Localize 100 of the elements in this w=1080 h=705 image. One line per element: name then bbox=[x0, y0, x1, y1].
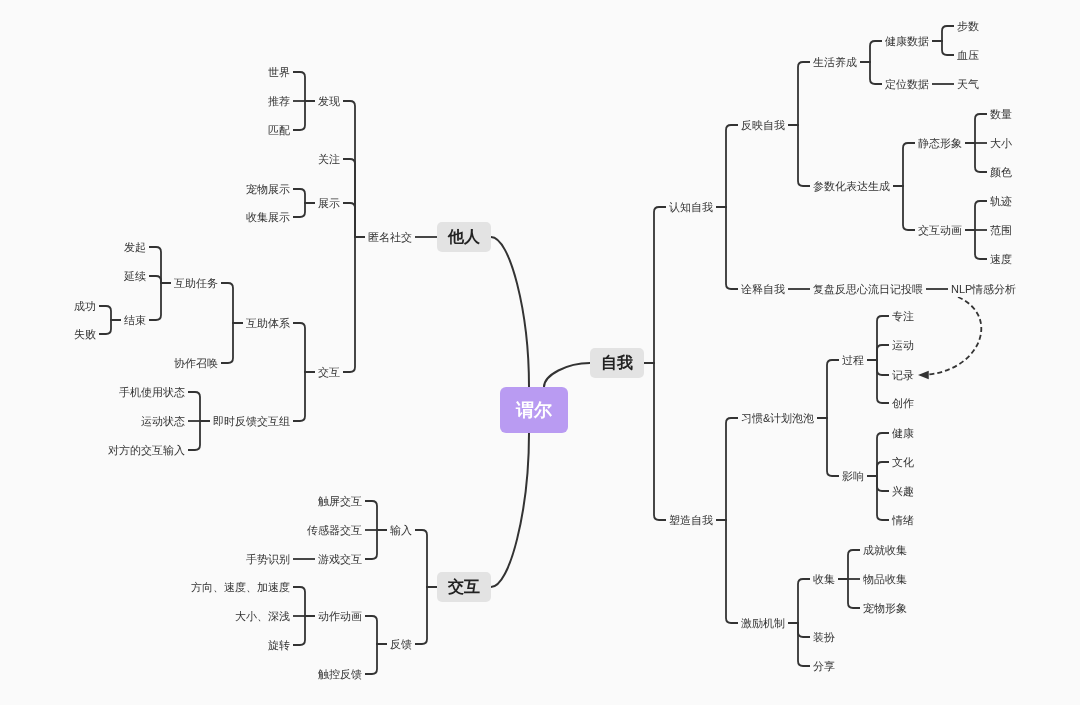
topic-label: 诠释自我 bbox=[738, 281, 788, 297]
topic-label: 展示 bbox=[315, 195, 343, 211]
connector bbox=[787, 622, 811, 667]
connector bbox=[866, 359, 890, 404]
topic-label: 影响 bbox=[839, 468, 867, 484]
main-topic: 交互 bbox=[437, 572, 491, 602]
topic-label: 匿名社交 bbox=[365, 229, 415, 245]
topic-label: 触控反馈 bbox=[315, 666, 365, 682]
topic-label: 速度 bbox=[987, 251, 1015, 267]
topic-label: 匹配 bbox=[265, 122, 293, 138]
topic-label: 动作动画 bbox=[315, 608, 365, 624]
topic-label: 交互 bbox=[315, 364, 343, 380]
topic-label: 定位数据 bbox=[882, 76, 932, 92]
dashed-arrow bbox=[917, 296, 983, 379]
topic-label: 轨迹 bbox=[987, 193, 1015, 209]
connector bbox=[490, 432, 530, 588]
connector bbox=[98, 319, 122, 335]
topic-label: 游戏交互 bbox=[315, 551, 365, 567]
topic-label: 推荐 bbox=[265, 93, 293, 109]
topic-label: 塑造自我 bbox=[666, 512, 716, 528]
connector bbox=[892, 185, 916, 231]
topic-label: 步数 bbox=[954, 18, 982, 34]
topic-label: 颜色 bbox=[987, 164, 1015, 180]
topic-label: 大小、深浅 bbox=[232, 608, 293, 624]
topic-label: 触屏交互 bbox=[315, 493, 365, 509]
topic-label: 文化 bbox=[889, 454, 917, 470]
topic-label: 互助体系 bbox=[243, 315, 293, 331]
connector bbox=[292, 371, 316, 422]
connector bbox=[187, 420, 211, 451]
topic-label: 健康数据 bbox=[882, 33, 932, 49]
connector bbox=[866, 475, 890, 521]
topic-label: 即时反馈交互组 bbox=[210, 413, 293, 429]
connector bbox=[148, 282, 172, 321]
connector bbox=[816, 417, 840, 477]
topic-label: 收集展示 bbox=[243, 209, 293, 225]
topic-label: 发起 bbox=[121, 239, 149, 255]
topic-label: 过程 bbox=[839, 352, 867, 368]
central-topic: 谓尔 bbox=[500, 387, 568, 433]
topic-label: 物品收集 bbox=[860, 571, 910, 587]
topic-label: 成就收集 bbox=[860, 542, 910, 558]
connector bbox=[364, 529, 388, 560]
connector bbox=[859, 61, 883, 85]
connector bbox=[364, 643, 388, 675]
topic-label: 运动状态 bbox=[138, 413, 188, 429]
connector bbox=[715, 519, 739, 624]
topic-label: 专注 bbox=[889, 308, 917, 324]
topic-label: 数量 bbox=[987, 106, 1015, 122]
topic-label: 运动 bbox=[889, 337, 917, 353]
topic-label: 天气 bbox=[954, 76, 982, 92]
topic-label: 宠物展示 bbox=[243, 181, 293, 197]
topic-label: 输入 bbox=[387, 522, 415, 538]
topic-label: 反馈 bbox=[387, 636, 415, 652]
topic-label: 情绪 bbox=[889, 512, 917, 528]
topic-label: 失败 bbox=[71, 326, 99, 342]
topic-label: 手机使用状态 bbox=[116, 384, 188, 400]
topic-label: 互助任务 bbox=[171, 275, 221, 291]
topic-label: 关注 bbox=[315, 151, 343, 167]
topic-label: 记录 bbox=[889, 367, 917, 383]
connector bbox=[931, 83, 955, 85]
main-topic: 他人 bbox=[437, 222, 491, 252]
topic-label: 激励机制 bbox=[738, 615, 788, 631]
topic-label: 宠物形象 bbox=[860, 600, 910, 616]
topic-label: 收集 bbox=[810, 571, 838, 587]
connector bbox=[220, 322, 244, 364]
topic-label: 交互动画 bbox=[915, 222, 965, 238]
topic-label: 手势识别 bbox=[243, 551, 293, 567]
topic-label: 认知自我 bbox=[666, 199, 716, 215]
connector bbox=[543, 362, 591, 388]
connector bbox=[292, 558, 316, 560]
connector bbox=[964, 142, 988, 173]
topic-label: 健康 bbox=[889, 425, 917, 441]
connector bbox=[837, 578, 861, 609]
connector bbox=[342, 236, 366, 373]
topic-label: 方向、速度、加速度 bbox=[188, 579, 293, 595]
topic-label: 血压 bbox=[954, 47, 982, 63]
connector bbox=[925, 288, 949, 290]
connector bbox=[414, 236, 438, 238]
connector bbox=[715, 206, 739, 290]
topic-label: 静态形象 bbox=[915, 135, 965, 151]
topic-label: 传感器交互 bbox=[304, 522, 365, 538]
topic-label: 延续 bbox=[121, 268, 149, 284]
topic-label: 对方的交互输入 bbox=[105, 442, 188, 458]
topic-label: 参数化表达生成 bbox=[810, 178, 893, 194]
main-topic: 自我 bbox=[590, 348, 644, 378]
topic-label: 旋转 bbox=[265, 637, 293, 653]
connector bbox=[292, 100, 316, 131]
topic-label: 世界 bbox=[265, 64, 293, 80]
topic-label: 生活养成 bbox=[810, 54, 860, 70]
topic-label: 大小 bbox=[987, 135, 1015, 151]
topic-label: 分享 bbox=[810, 658, 838, 674]
connector bbox=[414, 586, 438, 645]
connector bbox=[292, 615, 316, 646]
connector bbox=[643, 362, 667, 521]
connector bbox=[787, 124, 811, 187]
topic-label: 结束 bbox=[121, 312, 149, 328]
topic-label: 协作召唤 bbox=[171, 355, 221, 371]
connector bbox=[490, 236, 530, 388]
connector bbox=[964, 229, 988, 260]
topic-label: 反映自我 bbox=[738, 117, 788, 133]
connector bbox=[787, 288, 811, 290]
